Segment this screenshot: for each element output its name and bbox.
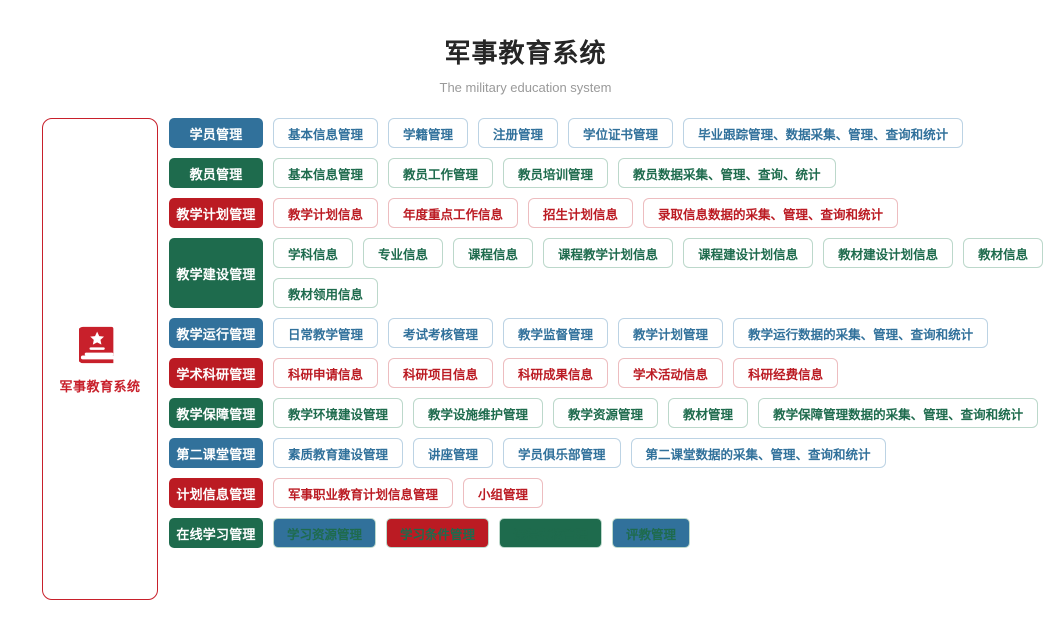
module-row: 教学建设管理学科信息专业信息课程信息课程教学计划信息课程建设计划信息教材建设计划…	[169, 238, 1051, 308]
category-items: 教学计划信息年度重点工作信息招生计划信息录取信息数据的采集、管理、查询和统计	[273, 198, 1051, 228]
module-row: 学员管理基本信息管理学籍管理注册管理学位证书管理毕业跟踪管理、数据采集、管理、查…	[169, 118, 1051, 148]
module-item-button[interactable]: 教学保障管理数据的采集、管理、查询和统计	[758, 398, 1039, 428]
module-item-button[interactable]: 教材管理	[668, 398, 749, 428]
module-item-button[interactable]: 教学设施维护管理	[413, 398, 544, 428]
category-items: 基本信息管理学籍管理注册管理学位证书管理毕业跟踪管理、数据采集、管理、查询和统计	[273, 118, 1051, 148]
module-rows: 学员管理基本信息管理学籍管理注册管理学位证书管理毕业跟踪管理、数据采集、管理、查…	[169, 118, 1051, 558]
module-item-button[interactable]: 教学环境建设管理	[273, 398, 404, 428]
module-item-button[interactable]: 日常教学管理	[273, 318, 379, 348]
module-row: 教学保障管理教学环境建设管理教学设施维护管理教学资源管理教材管理教学保障管理数据…	[169, 398, 1051, 428]
module-item-button[interactable]: 教员工作管理	[388, 158, 494, 188]
module-item-button[interactable]: 基本信息管理	[273, 118, 379, 148]
module-item-button[interactable]: 学习条件管理	[386, 518, 490, 548]
category-items: 日常教学管理考试考核管理教学监督管理教学计划管理教学运行数据的采集、管理、查询和…	[273, 318, 1051, 348]
category-button[interactable]: 学术科研管理	[169, 358, 263, 388]
module-row: 教员管理基本信息管理教员工作管理教员培训管理教员数据采集、管理、查询、统计	[169, 158, 1051, 188]
module-item-button[interactable]: 学习资源管理	[273, 518, 377, 548]
module-item-button[interactable]: 毕业跟踪管理、数据采集、管理、查询和统计	[683, 118, 964, 148]
module-item-button[interactable]: 科研申请信息	[273, 358, 379, 388]
module-item-button[interactable]: 评教管理	[612, 518, 691, 548]
module-item-button[interactable]: 教员培训管理	[503, 158, 609, 188]
module-item-button[interactable]: 教学资源管理	[553, 398, 659, 428]
module-item-button[interactable]: 课程建设计划信息	[683, 238, 814, 268]
module-item-button[interactable]: 教学计划管理	[618, 318, 724, 348]
module-item-button[interactable]: 教材领用信息	[273, 278, 379, 308]
module-item-button[interactable]: 教材建设计划信息	[823, 238, 954, 268]
module-item-button[interactable]: 考试考核管理	[388, 318, 494, 348]
module-item-button[interactable]: 第二课堂数据的采集、管理、查询和统计	[630, 438, 886, 468]
category-items: 素质教育建设管理讲座管理学员俱乐部管理第二课堂数据的采集、管理、查询和统计	[273, 438, 1051, 468]
module-item-button[interactable]: 注册管理	[478, 118, 559, 148]
category-items: 学习资源管理学习条件管理课程考核管理评教管理	[273, 518, 1051, 548]
category-button[interactable]: 教学保障管理	[169, 398, 263, 428]
category-button[interactable]: 教学建设管理	[169, 238, 263, 308]
module-item-button[interactable]: 学员俱乐部管理	[503, 438, 621, 468]
page-title: 军事教育系统	[444, 38, 607, 68]
book-star-icon	[78, 324, 121, 368]
module-item-button[interactable]: 基本信息管理	[273, 158, 379, 188]
module-row: 在线学习管理学习资源管理学习条件管理课程考核管理评教管理	[169, 518, 1051, 548]
module-item-button[interactable]: 科研项目信息	[388, 358, 494, 388]
category-items: 学科信息专业信息课程信息课程教学计划信息课程建设计划信息教材建设计划信息教材信息…	[273, 238, 1051, 308]
module-item-button[interactable]: 教员数据采集、管理、查询、统计	[618, 158, 836, 188]
module-item-button[interactable]: 课程考核管理	[499, 518, 603, 548]
module-row: 教学计划管理教学计划信息年度重点工作信息招生计划信息录取信息数据的采集、管理、查…	[169, 198, 1051, 228]
module-item-button[interactable]: 小组管理	[463, 478, 544, 508]
module-item-button[interactable]: 素质教育建设管理	[273, 438, 404, 468]
category-button[interactable]: 教学运行管理	[169, 318, 263, 348]
module-item-button[interactable]: 科研成果信息	[503, 358, 609, 388]
module-item-button[interactable]: 招生计划信息	[528, 198, 634, 228]
module-item-button[interactable]: 学科信息	[273, 238, 354, 268]
module-item-button[interactable]: 录取信息数据的采集、管理、查询和统计	[643, 198, 899, 228]
system-logo-panel[interactable]: 军事教育系统	[42, 118, 158, 600]
module-item-button[interactable]: 教材信息	[963, 238, 1044, 268]
category-button[interactable]: 学员管理	[169, 118, 263, 148]
page-header: 军事教育系统 The military education system	[0, 0, 1051, 96]
module-item-button[interactable]: 专业信息	[363, 238, 444, 268]
category-button[interactable]: 教员管理	[169, 158, 263, 188]
module-item-button[interactable]: 教学运行数据的采集、管理、查询和统计	[733, 318, 989, 348]
category-items: 基本信息管理教员工作管理教员培训管理教员数据采集、管理、查询、统计	[273, 158, 1051, 188]
page-subtitle: The military education system	[439, 80, 612, 95]
main-content: 军事教育系统 学员管理基本信息管理学籍管理注册管理学位证书管理毕业跟踪管理、数据…	[0, 96, 1051, 600]
module-item-button[interactable]: 军事职业教育计划信息管理	[273, 478, 454, 508]
category-button[interactable]: 第二课堂管理	[169, 438, 263, 468]
category-button[interactable]: 计划信息管理	[169, 478, 263, 508]
module-item-button[interactable]: 年度重点工作信息	[388, 198, 519, 228]
module-row: 学术科研管理科研申请信息科研项目信息科研成果信息学术活动信息科研经费信息	[169, 358, 1051, 388]
module-item-button[interactable]: 讲座管理	[413, 438, 494, 468]
module-item-button[interactable]: 教学计划信息	[273, 198, 379, 228]
system-logo-label: 军事教育系统	[59, 378, 141, 394]
category-button[interactable]: 教学计划管理	[169, 198, 263, 228]
module-row: 计划信息管理军事职业教育计划信息管理小组管理	[169, 478, 1051, 508]
category-items: 科研申请信息科研项目信息科研成果信息学术活动信息科研经费信息	[273, 358, 1051, 388]
category-button[interactable]: 在线学习管理	[169, 518, 263, 548]
module-item-button[interactable]: 课程信息	[453, 238, 534, 268]
category-items: 军事职业教育计划信息管理小组管理	[273, 478, 1051, 508]
module-item-button[interactable]: 教学监督管理	[503, 318, 609, 348]
category-items: 教学环境建设管理教学设施维护管理教学资源管理教材管理教学保障管理数据的采集、管理…	[273, 398, 1051, 428]
module-item-button[interactable]: 科研经费信息	[733, 358, 839, 388]
module-row: 教学运行管理日常教学管理考试考核管理教学监督管理教学计划管理教学运行数据的采集、…	[169, 318, 1051, 348]
module-item-button[interactable]: 学术活动信息	[618, 358, 724, 388]
module-item-button[interactable]: 学位证书管理	[568, 118, 674, 148]
module-item-button[interactable]: 课程教学计划信息	[543, 238, 674, 268]
module-item-button[interactable]: 学籍管理	[388, 118, 469, 148]
module-row: 第二课堂管理素质教育建设管理讲座管理学员俱乐部管理第二课堂数据的采集、管理、查询…	[169, 438, 1051, 468]
